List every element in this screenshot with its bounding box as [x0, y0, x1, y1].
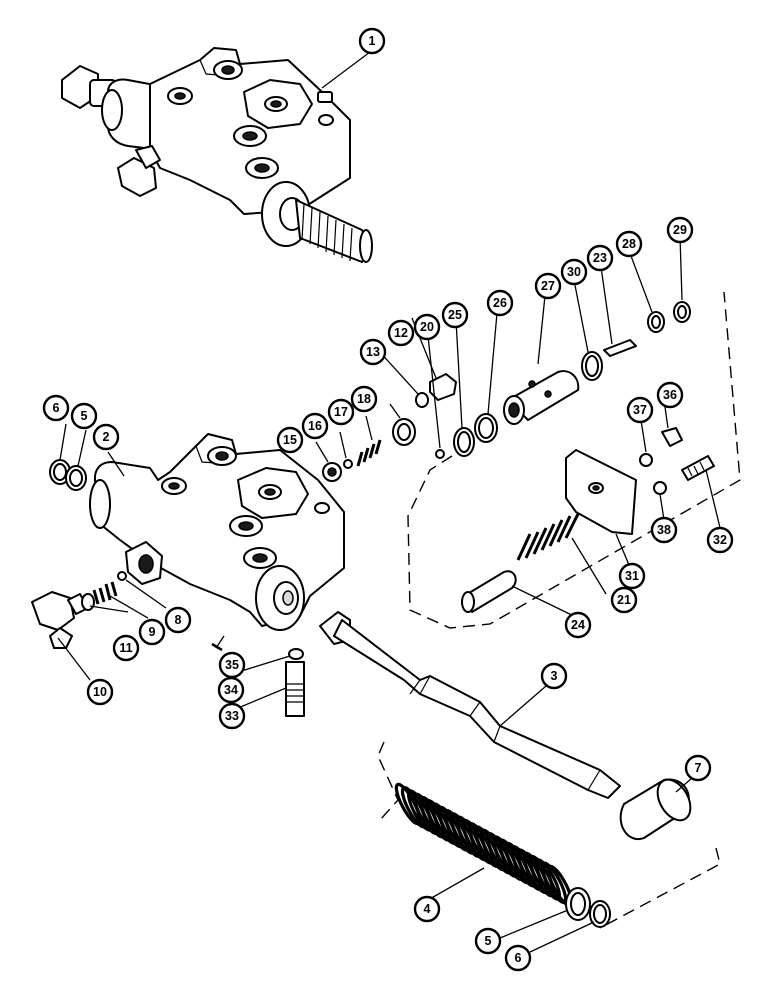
callout-35: 35: [218, 651, 246, 679]
callout-36: 36: [656, 381, 684, 409]
callout-37: 37: [626, 396, 654, 424]
relief-valve-parts: [322, 301, 691, 482]
callout-25-label: 25: [448, 308, 462, 322]
detent-parts: [407, 291, 741, 629]
callout-23-label: 23: [593, 251, 607, 265]
callout-29-label: 29: [673, 223, 687, 237]
callout-8: 8: [164, 606, 192, 634]
callout-20-label: 20: [420, 320, 434, 334]
spring-group: [377, 741, 721, 929]
callout-29: 29: [666, 216, 694, 244]
callout-12: 12: [387, 319, 415, 347]
callout-15-label: 15: [283, 433, 297, 447]
callout-27: 27: [534, 272, 562, 300]
callout-21: 21: [610, 586, 638, 614]
callout-34-label: 34: [224, 683, 238, 697]
callout-7-label: 7: [695, 761, 702, 775]
callout-16: 16: [301, 412, 329, 440]
callout-3-label: 3: [551, 669, 558, 683]
valve-assembly-part-1: [61, 47, 373, 263]
callout-7: 7: [684, 754, 712, 782]
callout-31: 31: [618, 562, 646, 590]
callout-4: 4: [413, 895, 441, 923]
callout-36-label: 36: [663, 388, 677, 402]
callouts: 1 2 3 4 5 6 5 6 7 8 9 10 11 12 13 15 16 …: [42, 27, 734, 972]
callout-33-label: 33: [225, 709, 239, 723]
callout-30: 30: [560, 258, 588, 286]
callout-6a-label: 6: [53, 401, 60, 415]
callout-2: 2: [92, 423, 120, 451]
callout-6b: 6: [504, 944, 532, 972]
callout-15: 15: [276, 426, 304, 454]
callout-13-label: 13: [366, 345, 380, 359]
callout-4-label: 4: [424, 902, 431, 916]
callout-5b: 5: [474, 927, 502, 955]
callout-30-label: 30: [567, 265, 581, 279]
callout-23: 23: [586, 244, 614, 272]
callout-6a: 6: [42, 394, 70, 422]
callout-3: 3: [540, 662, 568, 690]
callout-34: 34: [217, 676, 245, 704]
callout-32: 32: [706, 526, 734, 554]
callout-17: 17: [327, 398, 355, 426]
callout-25: 25: [441, 301, 469, 329]
callout-35-label: 35: [225, 658, 239, 672]
callout-28: 28: [615, 230, 643, 258]
callout-24: 24: [564, 611, 592, 639]
callout-16-label: 16: [308, 419, 322, 433]
callout-26: 26: [486, 289, 514, 317]
callout-2-label: 2: [103, 430, 110, 444]
callout-32-label: 32: [713, 533, 727, 547]
callout-38-label: 38: [657, 523, 671, 537]
callout-37-label: 37: [633, 403, 647, 417]
callout-13: 13: [359, 338, 387, 366]
pin-parts: [211, 642, 305, 717]
callout-1: 1: [358, 27, 386, 55]
callout-8-label: 8: [175, 613, 182, 627]
valve-body-part-2: [89, 433, 345, 631]
callout-1-label: 1: [369, 34, 376, 48]
callout-38: 38: [650, 516, 678, 544]
callout-24-label: 24: [571, 618, 585, 632]
callout-28-label: 28: [622, 237, 636, 251]
port-fittings-left: [31, 459, 127, 649]
callout-20: 20: [413, 313, 441, 341]
callout-17-label: 17: [334, 405, 348, 419]
callout-6b-label: 6: [515, 951, 522, 965]
callout-31-label: 31: [625, 569, 639, 583]
callout-12-label: 12: [394, 326, 408, 340]
spool-part-3: [319, 611, 621, 799]
callout-11-label: 11: [119, 641, 132, 655]
callout-21-label: 21: [617, 593, 631, 607]
callout-18-label: 18: [357, 392, 371, 406]
callout-27-label: 27: [541, 279, 555, 293]
callout-10: 10: [86, 678, 114, 706]
callout-33: 33: [218, 702, 246, 730]
callout-10-label: 10: [93, 685, 107, 699]
callout-26-label: 26: [493, 296, 507, 310]
callout-18: 18: [350, 385, 378, 413]
callout-11: 11: [112, 634, 140, 662]
callout-5a-label: 5: [81, 409, 88, 423]
callout-5b-label: 5: [485, 934, 492, 948]
callout-9-label: 9: [149, 625, 156, 639]
callout-9: 9: [138, 618, 166, 646]
callout-5a: 5: [70, 402, 98, 430]
